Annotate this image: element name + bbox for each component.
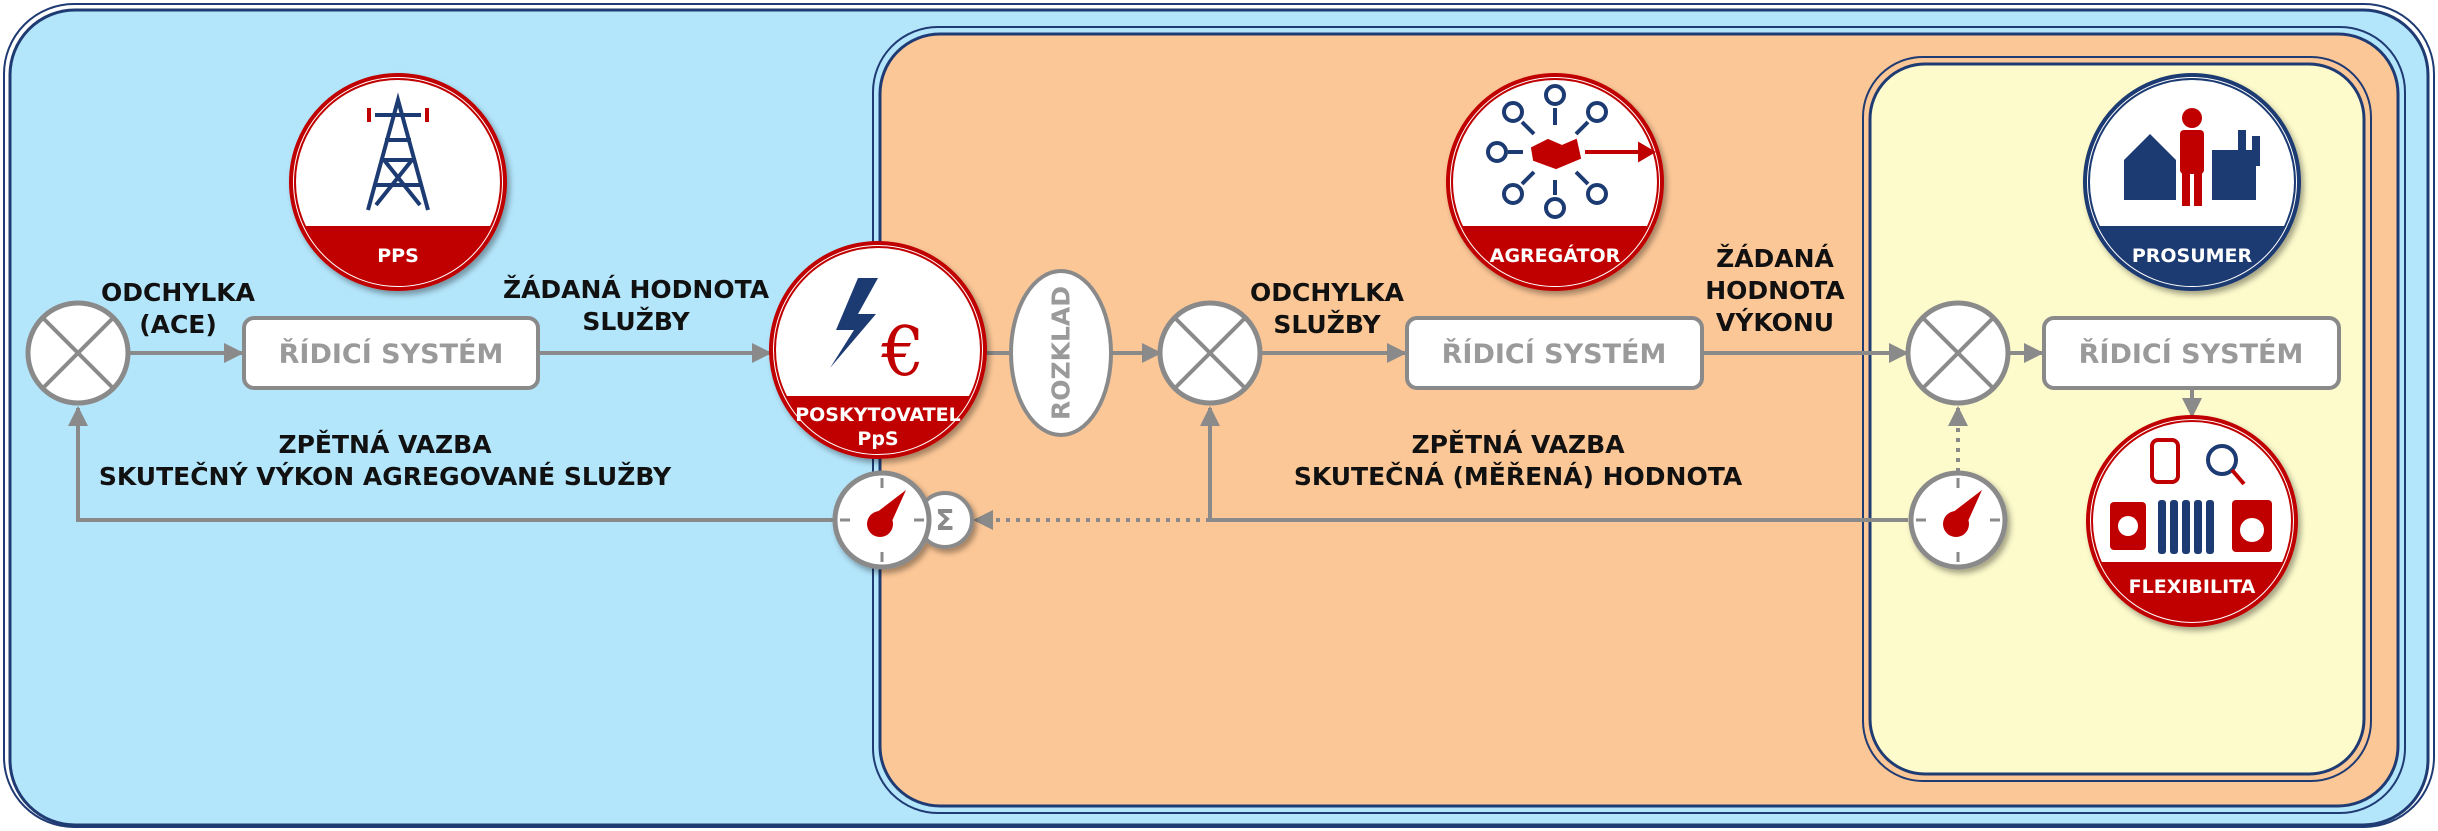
feedback-1-label: ZPĚTNÁ VAZBA <box>278 430 492 459</box>
setpoint-power-label: ŽÁDANÁ <box>1716 244 1834 273</box>
setpoint-power-label-3: VÝKONU <box>1716 307 1834 337</box>
control-system-box-2: ŘÍDICÍ SYSTÉM <box>1405 316 1704 390</box>
svg-text:€: € <box>880 313 924 392</box>
control-system-label-1: ŘÍDICÍ SYSTÉM <box>279 338 504 370</box>
aggregation-handshake-icon <box>1486 84 1656 219</box>
prosumer-badge: PROSUMER <box>2083 73 2301 291</box>
meter-provider: Σ <box>832 470 974 570</box>
pps-badge: PPS <box>289 73 507 291</box>
feedback-2-sublabel: SKUTEČNÁ (MĚŘENÁ) HODNOTA <box>1294 461 1743 491</box>
deviation-ace-label: ODCHYLKA <box>101 278 256 307</box>
sum-symbol: Σ <box>935 504 954 537</box>
connectors <box>68 343 2202 530</box>
provider-label-line2: PpS <box>857 428 898 450</box>
feedback-2-label: ZPĚTNÁ VAZBA <box>1411 430 1625 459</box>
control-system-label-2: ŘÍDICÍ SYSTÉM <box>1442 338 1667 370</box>
provider-badge: € POSKYTOVATEL PpS <box>769 241 987 459</box>
meter-prosumer <box>1908 470 2008 570</box>
deviation-service-label: ODCHYLKA <box>1250 278 1405 307</box>
setpoint-service-label: ŽÁDANÁ HODNOTA <box>503 275 770 304</box>
prosumer-house-factory-icon <box>2124 108 2260 206</box>
control-system-box-3: ŘÍDICÍ SYSTÉM <box>2042 316 2341 390</box>
provider-label-line1: POSKYTOVATEL <box>795 404 961 426</box>
decomposition-label: ROZKLAD <box>1047 286 1076 420</box>
power-pylon-icon <box>366 92 430 211</box>
appliances-icon <box>2110 438 2272 554</box>
gauge-needle-icon <box>1916 478 2000 562</box>
control-system-label-3: ŘÍDICÍ SYSTÉM <box>2079 338 2304 370</box>
summing-junction-power <box>1905 300 2011 406</box>
gauge-needle-icon <box>840 478 924 562</box>
flexibility-badge: FLEXIBILITA <box>2086 415 2298 627</box>
feedback-1-sublabel: SKUTEČNÝ VÝKON AGREGOVANÉ SLUŽBY <box>99 461 672 491</box>
control-system-box-1: ŘÍDICÍ SYSTÉM <box>242 316 540 390</box>
deviation-ace-sublabel: (ACE) <box>139 310 217 339</box>
setpoint-power-label-2: HODNOTA <box>1705 276 1845 305</box>
pps-label: PPS <box>377 245 419 267</box>
setpoint-service-sublabel: SLUŽBY <box>582 307 690 336</box>
lightning-euro-icon: € <box>830 278 925 392</box>
flexibility-label: FLEXIBILITA <box>2129 576 2256 598</box>
decomposition-block: ROZKLAD <box>1009 269 1113 437</box>
annotation-labels: ODCHYLKA (ACE) ŽÁDANÁ HODNOTA SLUŽBY ZPĚ… <box>99 244 1846 491</box>
summing-junction-service <box>1157 300 1263 406</box>
aggregator-label: AGREGÁTOR <box>1490 244 1621 267</box>
prosumer-label: PROSUMER <box>2132 245 2253 267</box>
deviation-service-sublabel: SLUŽBY <box>1273 310 1381 339</box>
summing-junction-ace <box>25 300 131 406</box>
